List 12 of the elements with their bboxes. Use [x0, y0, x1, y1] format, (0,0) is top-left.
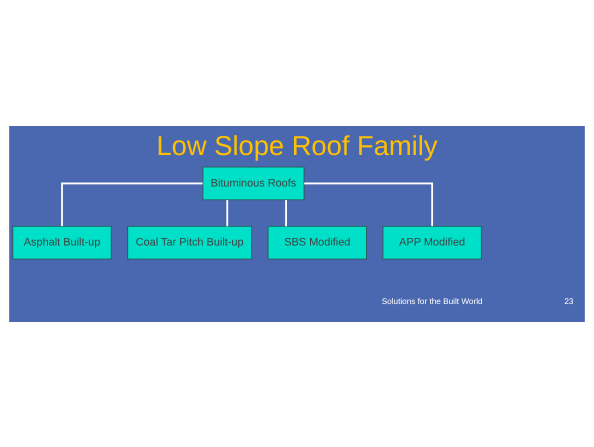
diagram-title: Low Slope Roof Family [156, 130, 438, 161]
connector [61, 182, 203, 226]
label: 23 [564, 296, 574, 306]
label: Solutions for the Built World [382, 296, 483, 306]
connector [285, 199, 287, 226]
connector [304, 182, 434, 226]
node-box: APP Modified [382, 225, 482, 260]
connector [226, 199, 228, 226]
node-box: SBS Modified [268, 225, 367, 260]
node-box: Coal Tar Pitch Built-up [127, 225, 252, 260]
node-box: Asphalt Built-up [12, 225, 112, 260]
node-box: Bituminous Roofs [202, 166, 305, 200]
